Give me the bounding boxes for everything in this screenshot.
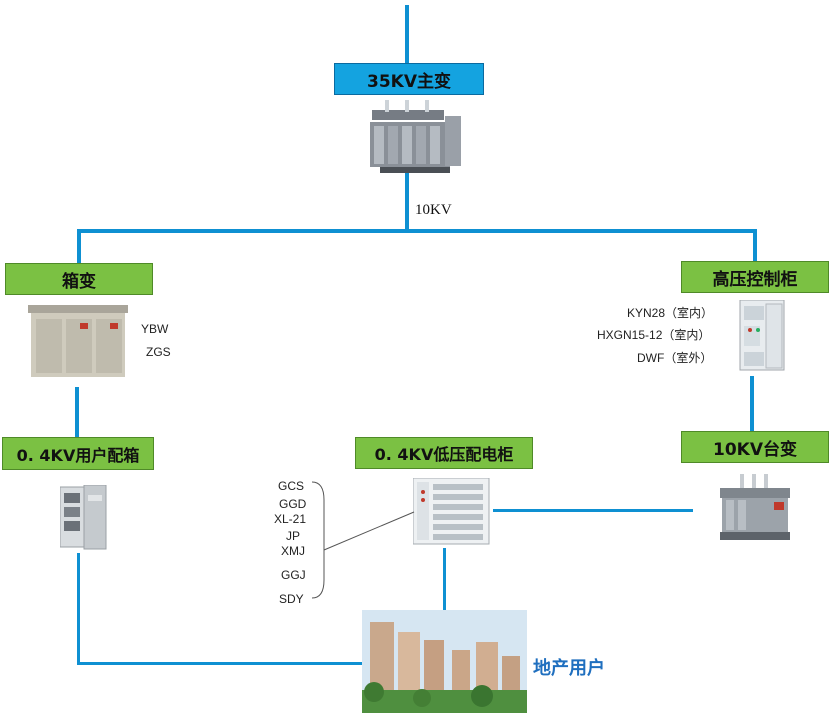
lv-cabinet-model-6: GGJ <box>281 568 306 582</box>
10kv-bus-line <box>77 229 757 233</box>
user-box-label: 0. 4KV用户配箱 <box>16 445 140 465</box>
box-substation-box: 箱变 <box>5 263 153 295</box>
hv-cabinet-model-1: KYN28（室内） <box>627 306 714 320</box>
box-sub-to-user-box-line <box>75 387 79 437</box>
box-substation-label: 箱变 <box>62 271 96 292</box>
pole-to-lv-cabinet-line <box>493 509 693 512</box>
real-estate-user-label: 地产用户 <box>533 658 605 678</box>
hv-to-pole-transformer-line <box>750 376 754 431</box>
lv-cabinet-model-7: SDY <box>279 592 304 606</box>
hv-cabinet-model-2: HXGN15-12（室内） <box>597 328 711 342</box>
voltage-label: 10KV <box>415 202 452 218</box>
pole-transformer-image <box>720 474 790 540</box>
pole-transformer-label: 10KV台变 <box>713 439 797 460</box>
lv-cabinet-model-2: GGD <box>279 497 307 511</box>
feed-line-top <box>405 5 409 65</box>
lv-cabinet-to-users-line <box>443 548 446 610</box>
lv-cabinet-label: 0. 4KV低压配电柜 <box>374 445 514 464</box>
bus-right-drop <box>753 229 757 261</box>
main-transformer-image <box>370 100 461 173</box>
hv-cabinet-box: 高压控制柜 <box>681 261 829 293</box>
lv-cabinet-model-4: JP <box>286 529 301 543</box>
main-transformer-box: 35KV主变 <box>334 63 484 95</box>
hv-cabinet-label: 高压控制柜 <box>712 269 798 290</box>
pole-transformer-box: 10KV台变 <box>681 431 829 463</box>
box-substation-model-2: ZGS <box>146 345 171 359</box>
bus-left-drop <box>77 229 81 265</box>
lv-cabinet-model-1: GCS <box>278 479 305 493</box>
lv-cabinet-box: 0. 4KV低压配电柜 <box>355 437 533 469</box>
user-box-vertical-line <box>77 553 80 664</box>
user-box-image <box>60 485 107 550</box>
hv-cabinet-model-3: DWF（室外） <box>637 351 713 365</box>
lv-cabinet-image <box>413 478 490 545</box>
user-box-to-users-line <box>77 662 362 665</box>
main-transformer-label: 35KV主变 <box>367 71 451 92</box>
lv-model-bracket <box>311 481 415 599</box>
lv-cabinet-model-3: XL-21 <box>274 512 307 526</box>
user-box-box: 0. 4KV用户配箱 <box>2 437 154 470</box>
bus-drop-line <box>405 172 409 232</box>
lv-cabinet-model-5: XMJ <box>281 544 305 558</box>
box-substation-model-1: YBW <box>141 322 169 336</box>
hv-cabinet-image <box>739 300 785 371</box>
real-estate-image <box>362 610 527 713</box>
box-substation-image <box>28 305 128 377</box>
